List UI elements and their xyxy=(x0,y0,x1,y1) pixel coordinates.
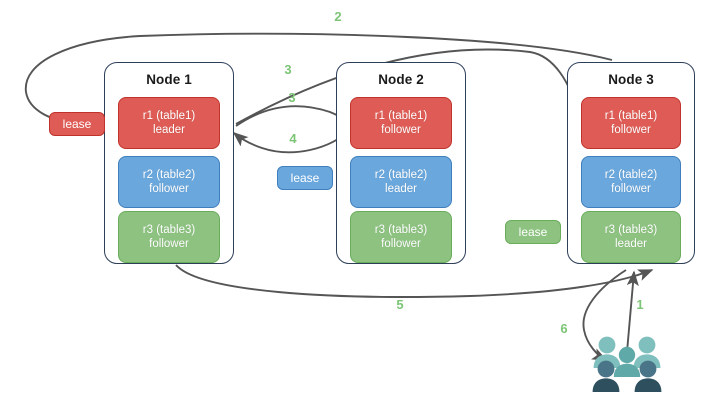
node-title: Node 1 xyxy=(146,72,192,87)
replica-name: r3 (table3) xyxy=(604,223,658,236)
replica-role: follower xyxy=(611,183,651,195)
arrow-step-6 xyxy=(582,269,627,361)
replica-name: r1 (table1) xyxy=(604,109,658,122)
lease-badge-r1[interactable]: lease xyxy=(49,112,105,136)
replica-r3[interactable]: r3 (table3) follower xyxy=(118,211,220,263)
replica-name: r2 (table2) xyxy=(604,168,658,181)
step-label-6: 6 xyxy=(560,321,568,336)
replica-r1[interactable]: r1 (table1) follower xyxy=(581,97,681,149)
replica-name: r2 (table2) xyxy=(142,168,196,181)
arrow-step-3-lower xyxy=(235,105,354,127)
replica-name: r1 (table1) xyxy=(374,109,428,122)
replica-role: leader xyxy=(385,183,417,195)
replica-r2[interactable]: r2 (table2) follower xyxy=(581,156,681,208)
replica-name: r3 (table3) xyxy=(142,223,196,236)
replica-role: follower xyxy=(611,124,651,136)
replica-r3[interactable]: r3 (table3) leader xyxy=(581,211,681,263)
replica-name: r1 (table1) xyxy=(142,109,196,122)
step-label-2: 2 xyxy=(334,9,342,24)
arrow-step-5 xyxy=(175,264,654,298)
replica-r1[interactable]: r1 (table1) leader xyxy=(118,97,220,149)
replica-role: follower xyxy=(149,238,189,250)
replica-name: r2 (table2) xyxy=(374,168,428,181)
replica-role: follower xyxy=(149,183,189,195)
arrow-step-3-upper xyxy=(235,48,581,125)
node-card-1[interactable]: Node 1 r1 (table1) leader r2 (table2) fo… xyxy=(104,62,234,264)
replica-name: r3 (table3) xyxy=(374,223,428,236)
node-card-2[interactable]: Node 2 r1 (table1) follower r2 (table2) … xyxy=(336,62,466,264)
replica-r2[interactable]: r2 (table2) follower xyxy=(118,156,220,208)
node-card-3[interactable]: Node 3 r1 (table1) follower r2 (table2) … xyxy=(567,62,695,264)
node-title: Node 3 xyxy=(608,72,654,87)
users-group-icon xyxy=(592,336,662,392)
replica-r2[interactable]: r2 (table2) leader xyxy=(350,156,452,208)
arrow-step-4 xyxy=(232,127,353,154)
lease-badge-r3[interactable]: lease xyxy=(505,220,561,244)
step-label-3a: 3 xyxy=(284,62,292,77)
step-label-1: 1 xyxy=(636,297,644,312)
replica-role: leader xyxy=(615,238,647,250)
replica-r3[interactable]: r3 (table3) follower xyxy=(350,211,452,263)
node-title: Node 2 xyxy=(378,72,424,87)
arrow-step-2 xyxy=(25,32,613,129)
step-label-5: 5 xyxy=(396,297,404,312)
replica-role: follower xyxy=(381,238,421,250)
replica-role: leader xyxy=(153,124,185,136)
arrow-step-1 xyxy=(626,270,639,353)
step-label-4: 4 xyxy=(289,131,297,146)
replica-r1[interactable]: r1 (table1) follower xyxy=(350,97,452,149)
step-label-3b: 3 xyxy=(288,90,296,105)
lease-badge-r2[interactable]: lease xyxy=(277,166,333,190)
replica-role: follower xyxy=(381,124,421,136)
